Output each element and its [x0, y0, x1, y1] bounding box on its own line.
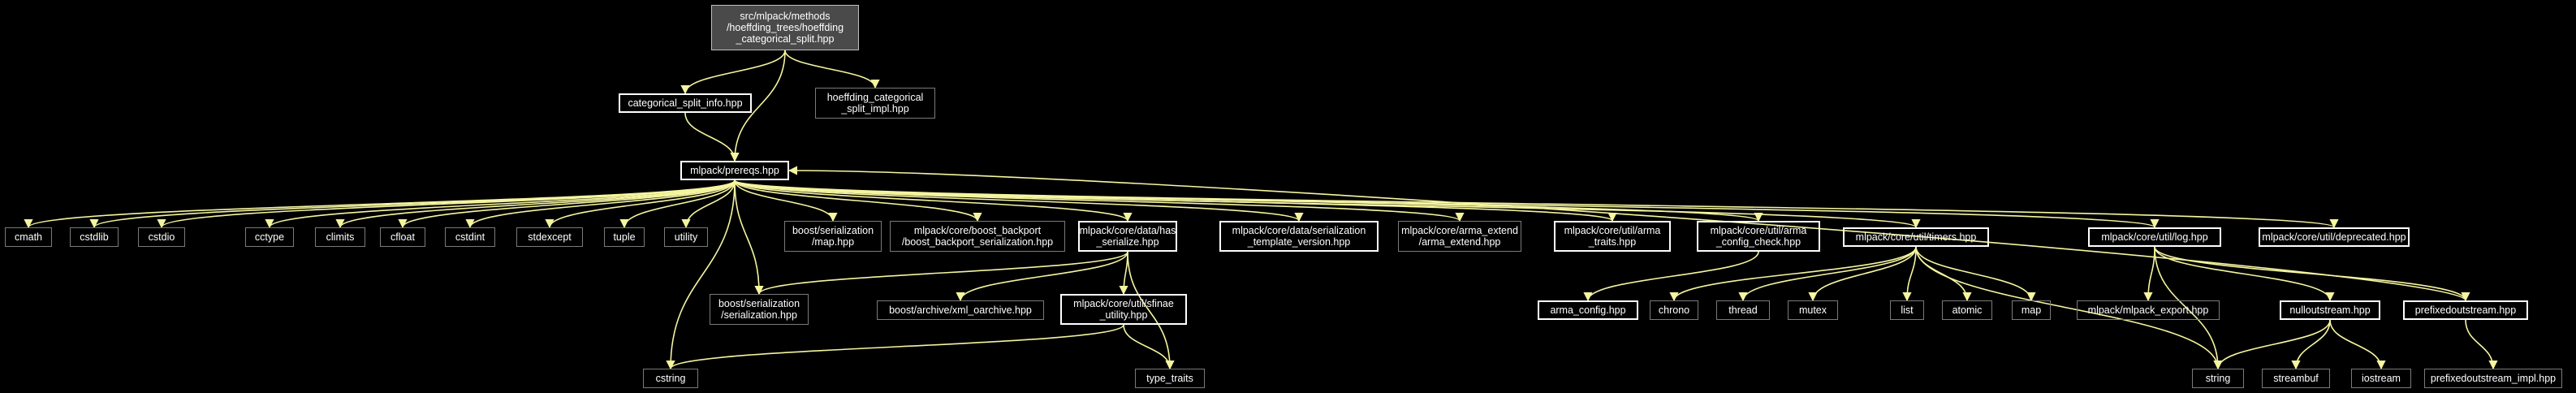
node-streambuf: streambuf: [2262, 369, 2330, 388]
edge-root-to-hcsimpl: [784, 50, 880, 89]
node-armaconfig[interactable]: arma_config.hpp: [1538, 300, 1638, 320]
edge-nullout-to-iostream: [2329, 319, 2386, 370]
node-map: map: [2012, 300, 2051, 320]
edge-root-to-prereqs: [730, 50, 786, 162]
edge-nullout-to-string: [2213, 319, 2331, 370]
node-thread: thread: [1716, 300, 1770, 320]
edge-log-to-nullout: [2154, 246, 2335, 302]
edge-prereqs-to-cstring: [666, 179, 736, 370]
edge-prereqs-to-cstdio: [157, 179, 736, 229]
edge-prereqs-to-deprecated: [734, 179, 2338, 229]
edge-prereqs-to-utility: [681, 179, 736, 229]
edge-prereqs-to-cfloat: [398, 179, 736, 229]
node-log[interactable]: mlpack/core/util/log.hpp: [2088, 227, 2221, 247]
node-deprecated[interactable]: mlpack/core/util/deprecated.hpp: [2259, 227, 2410, 247]
node-boostser: boost/serialization /serialization.hpp: [710, 294, 809, 325]
node-xmlarch: boost/archive/xml_oarchive.hpp: [877, 300, 1044, 320]
node-typetraits: type_traits: [1135, 369, 1205, 388]
node-armatraits[interactable]: mlpack/core/util/arma _traits.hpp: [1554, 221, 1671, 252]
edge-timers-to-thread: [1738, 246, 1917, 302]
edge-prereqs-to-sertv: [734, 179, 1304, 222]
edge-timers-to-map: [1915, 246, 2036, 302]
node-atomic: atomic: [1942, 300, 1992, 320]
node-tuple: tuple: [604, 227, 645, 247]
edge-csi-to-prereqs: [684, 112, 740, 162]
edge-timers-to-list: [1902, 246, 1917, 302]
edge-prefixed-to-prefiximpl: [2465, 319, 2498, 370]
node-armacc[interactable]: mlpack/core/util/arma _config_check.hpp: [1697, 221, 1820, 252]
node-cctype: cctype: [245, 227, 294, 247]
node-prefiximpl: prefixedoutstream_impl.hpp: [2424, 369, 2562, 388]
edge-armacc-to-armaconfig: [1583, 251, 1759, 302]
edge-root-to-csi: [680, 50, 786, 95]
edge-hasser-to-typetraits: [1127, 251, 1175, 370]
edges-layer: [24, 50, 2498, 370]
edge-prereqs-to-climits: [335, 179, 736, 229]
edge-prereqs-to-boostser: [734, 179, 764, 296]
node-cstdint: cstdint: [445, 227, 495, 247]
node-string: string: [2192, 369, 2244, 388]
node-cmath: cmath: [5, 227, 52, 247]
node-utility: utility: [664, 227, 708, 247]
edge-prereqs-to-boostmap: [734, 179, 838, 222]
node-list: list: [1890, 300, 1924, 320]
edge-prereqs-to-hasser: [734, 179, 1133, 222]
node-sertv[interactable]: mlpack/core/data/serialization _template…: [1219, 221, 1379, 252]
node-hasser[interactable]: mlpack/core/data/has _serialize.hpp: [1078, 221, 1177, 252]
edge-prereqs-to-stdexcept: [545, 179, 736, 229]
node-stdexcept: stdexcept: [516, 227, 583, 247]
node-backport: mlpack/core/boost_backport /boost_backpo…: [890, 221, 1065, 252]
edge-log-to-mlexport: [2143, 246, 2155, 302]
node-boostmap: boost/serialization /map.hpp: [784, 221, 882, 252]
edge-hasser-to-boostser: [754, 251, 1128, 296]
edge-prefixed-to-prereqs: [787, 166, 2466, 301]
edge-prereqs-to-armaext: [734, 179, 1465, 222]
node-root: src/mlpack/methods /hoeffding_trees/hoef…: [711, 5, 859, 50]
node-csi[interactable]: categorical_split_info.hpp: [619, 93, 752, 113]
node-prereqs[interactable]: mlpack/prereqs.hpp: [680, 161, 789, 180]
node-armaext: mlpack/core/arma_extend /arma_extend.hpp: [1398, 221, 1521, 252]
node-iostream: iostream: [2351, 369, 2411, 388]
node-chrono: chrono: [1650, 300, 1698, 320]
node-cstdio: cstdio: [138, 227, 185, 247]
edge-nullout-to-streambuf: [2291, 319, 2331, 370]
node-mlexport: mlpack/mlpack_export.hpp: [2077, 300, 2220, 320]
edge-sfinae-to-cstring: [666, 324, 1124, 370]
edge-prereqs-to-backport: [734, 179, 982, 222]
node-cstring: cstring: [643, 369, 698, 388]
edge-prereqs-to-cctype: [265, 179, 736, 229]
edge-prereqs-to-cstdint: [465, 179, 736, 229]
edge-sfinae-to-typetraits: [1123, 324, 1175, 370]
node-timers[interactable]: mlpack/core/util/timers.hpp: [1843, 227, 1989, 247]
node-nullout[interactable]: nulloutstream.hpp: [2280, 300, 2380, 320]
node-sfinae[interactable]: mlpack/core/util/sfinae _utility.hpp: [1060, 294, 1187, 325]
edge-timers-to-chrono: [1669, 246, 1917, 302]
node-cstdlib: cstdlib: [70, 227, 119, 247]
edge-timers-to-string: [1915, 246, 2223, 370]
node-mutex: mutex: [1788, 300, 1838, 320]
node-hcsimpl: hoeffding_categorical _split_impl.hpp: [815, 88, 935, 119]
edge-hasser-to-xmlarch: [956, 251, 1128, 302]
edge-log-to-string: [2154, 246, 2223, 370]
edge-prereqs-to-timers: [734, 179, 1921, 229]
edge-timers-to-mutex: [1808, 246, 1917, 302]
node-cfloat: cfloat: [380, 227, 425, 247]
node-climits: climits: [315, 227, 365, 247]
node-prefixed[interactable]: prefixedoutstream.hpp: [2403, 300, 2528, 320]
edge-prereqs-to-tuple: [619, 179, 736, 229]
